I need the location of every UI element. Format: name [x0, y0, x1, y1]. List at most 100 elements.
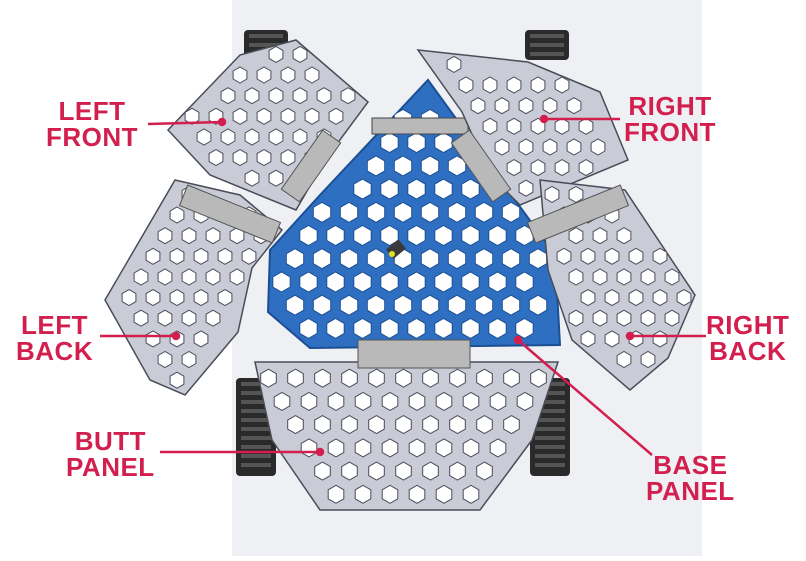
- base-hole: [312, 294, 332, 316]
- base-hole: [285, 248, 305, 270]
- hinge-butt: [357, 339, 471, 369]
- panel-hole: [157, 227, 173, 245]
- tread-mark: [249, 43, 283, 47]
- label-left-back: LEFT BACK: [16, 312, 93, 364]
- panel-hole: [628, 247, 644, 265]
- tread-mark: [535, 463, 565, 467]
- panel-hole: [300, 438, 318, 458]
- panel-hole: [616, 350, 632, 369]
- panel-hole: [381, 484, 399, 504]
- label-left-front-line1: LEFT: [58, 96, 126, 126]
- base-hole: [474, 248, 494, 270]
- right-front-panel: [416, 49, 629, 206]
- panel-hole: [314, 461, 331, 481]
- tread-mark: [530, 43, 564, 47]
- panel-hole: [133, 268, 149, 286]
- panel-hole: [568, 185, 584, 203]
- panel-hole: [314, 415, 331, 435]
- panel-hole: [476, 415, 493, 435]
- panel-hole: [184, 107, 200, 125]
- panel-hole: [554, 76, 570, 94]
- panel-hole: [554, 159, 570, 177]
- base-hole: [353, 317, 372, 339]
- tread-mark: [535, 391, 565, 395]
- panel-hole: [354, 391, 372, 411]
- base-hole: [447, 201, 467, 223]
- base-hole: [434, 317, 453, 339]
- tread-mark: [241, 445, 271, 449]
- hinge-right-back: [526, 184, 630, 244]
- panel-hole: [280, 149, 296, 167]
- panel-hole: [449, 368, 466, 388]
- panel-hole: [518, 138, 534, 156]
- panel-hole: [482, 117, 498, 135]
- base-hole: [434, 178, 453, 200]
- base-hole: [434, 271, 453, 293]
- panel-hole: [435, 438, 453, 458]
- label-right-back-line1: RIGHT: [706, 310, 790, 340]
- panel-hole: [592, 227, 608, 245]
- label-left-back-line2: BACK: [16, 336, 94, 366]
- panel-hole: [568, 227, 584, 245]
- panel-hole: [476, 368, 493, 388]
- panel-hole: [280, 107, 296, 125]
- base-hole: [366, 201, 386, 223]
- tread-mark: [241, 391, 271, 395]
- panel-hole: [530, 76, 546, 94]
- base-hole: [407, 317, 426, 339]
- panel-hole: [354, 438, 372, 458]
- panel-hole: [408, 484, 426, 504]
- tread-mark: [535, 454, 565, 458]
- panel-hole: [341, 415, 358, 435]
- base-hole: [339, 248, 359, 270]
- panel-hole: [181, 309, 197, 327]
- panel-hole: [494, 97, 510, 115]
- panel-hole: [205, 227, 221, 245]
- panel-hole: [292, 45, 308, 63]
- hinge-left-back: [178, 184, 282, 244]
- base-hole: [420, 201, 440, 223]
- label-base-panel: BASE PANEL: [646, 452, 735, 504]
- panel-hole: [616, 227, 632, 245]
- panel-hole: [145, 289, 161, 307]
- panel-hole: [544, 185, 560, 203]
- base-hole: [407, 132, 426, 154]
- panel-hole: [368, 461, 385, 481]
- panel-hole: [449, 461, 466, 481]
- panel-hole: [260, 368, 277, 388]
- base-hole: [326, 317, 345, 339]
- panel-hole: [232, 66, 248, 84]
- base-hole: [407, 224, 426, 247]
- base-hole: [380, 224, 399, 247]
- panel-hole: [304, 66, 320, 84]
- tread-mark: [241, 427, 271, 431]
- panel-hole: [592, 309, 608, 327]
- panel-hole: [462, 391, 480, 411]
- panel-hole: [268, 128, 284, 146]
- label-base-panel-line2: PANEL: [646, 476, 735, 506]
- panel-hole: [327, 484, 345, 504]
- label-right-back: RIGHT BACK: [706, 312, 789, 364]
- panel-hole: [304, 107, 320, 125]
- label-base-panel-line1: BASE: [653, 450, 728, 480]
- leader-lines: [100, 114, 706, 457]
- base-hole: [501, 294, 521, 316]
- panel-hole: [217, 289, 233, 307]
- panel-hole: [220, 128, 236, 146]
- base-hole: [447, 248, 467, 270]
- panel-hole: [578, 117, 594, 135]
- base-hole: [501, 201, 521, 223]
- tread-mark: [530, 34, 564, 38]
- base-panel-holes: [272, 108, 548, 339]
- base-hole: [366, 155, 386, 177]
- panel-hole: [193, 247, 209, 265]
- base-hole: [380, 178, 399, 200]
- base-hole: [326, 224, 345, 247]
- tread-mark: [249, 34, 283, 38]
- panel-hole: [193, 330, 209, 348]
- base-hole: [312, 248, 332, 270]
- panel-hole: [640, 350, 656, 369]
- tread-mark: [530, 52, 564, 56]
